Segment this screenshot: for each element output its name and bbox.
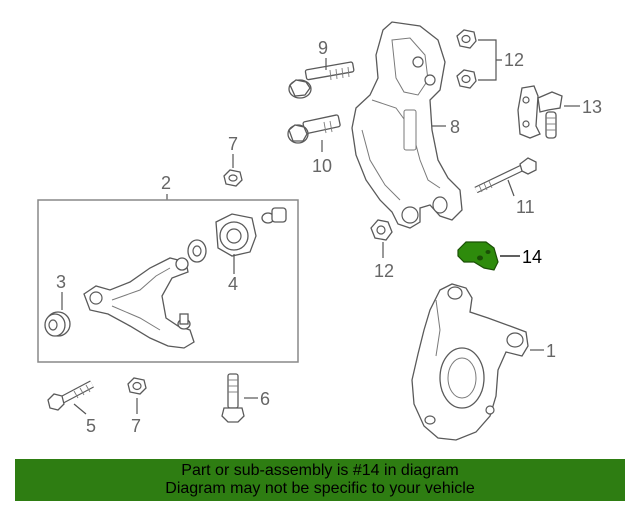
callout-5: 5 <box>86 416 96 436</box>
banner-line-1: Part or sub-assembly is #14 in diagram <box>181 462 459 479</box>
bolt-part-10 <box>287 114 341 144</box>
nut-part-7-lower <box>127 377 147 395</box>
callout-8: 8 <box>450 117 460 137</box>
callout-4: 4 <box>228 274 238 294</box>
callout-13: 13 <box>582 97 602 117</box>
callout-1: 1 <box>546 341 556 361</box>
callout-2: 2 <box>161 173 171 193</box>
parts-diagram: 9 10 8 12 <box>37 21 602 441</box>
callout-9: 9 <box>318 38 328 58</box>
bolt-part-5 <box>47 380 94 411</box>
bolt-part-11 <box>474 157 537 194</box>
callout-3: 3 <box>56 272 66 292</box>
callout-6: 6 <box>260 389 270 409</box>
callout-14: 14 <box>522 247 542 267</box>
banner-line-2: Diagram may not be specific to your vehi… <box>165 480 475 497</box>
bushing-part-3 <box>44 311 71 337</box>
nut-part-7-upper <box>223 169 243 187</box>
knuckle-part-1 <box>411 283 529 441</box>
callout-7-lower: 7 <box>131 416 141 436</box>
nut-part-12-upper <box>456 29 477 89</box>
nut-part-12-lower <box>370 219 393 241</box>
bolt-part-6 <box>221 373 245 423</box>
control-arm <box>83 257 195 349</box>
info-banner: Part or sub-assembly is #14 in diagram D… <box>15 459 625 501</box>
bolt-part-9 <box>288 61 355 99</box>
bracket-part-14 <box>457 241 499 271</box>
highlighted-part-14 <box>457 241 499 271</box>
bushing-part-4 <box>187 207 287 263</box>
knuckle-part-8 <box>351 21 463 229</box>
ball-joint-part-13 <box>517 85 563 139</box>
assembly-box-part-2 <box>37 199 299 363</box>
callout-12-lower: 12 <box>374 261 394 281</box>
callout-12-upper: 12 <box>504 50 524 70</box>
callout-11: 11 <box>516 197 535 217</box>
callout-10: 10 <box>312 156 332 176</box>
callout-7-upper: 7 <box>228 134 238 154</box>
